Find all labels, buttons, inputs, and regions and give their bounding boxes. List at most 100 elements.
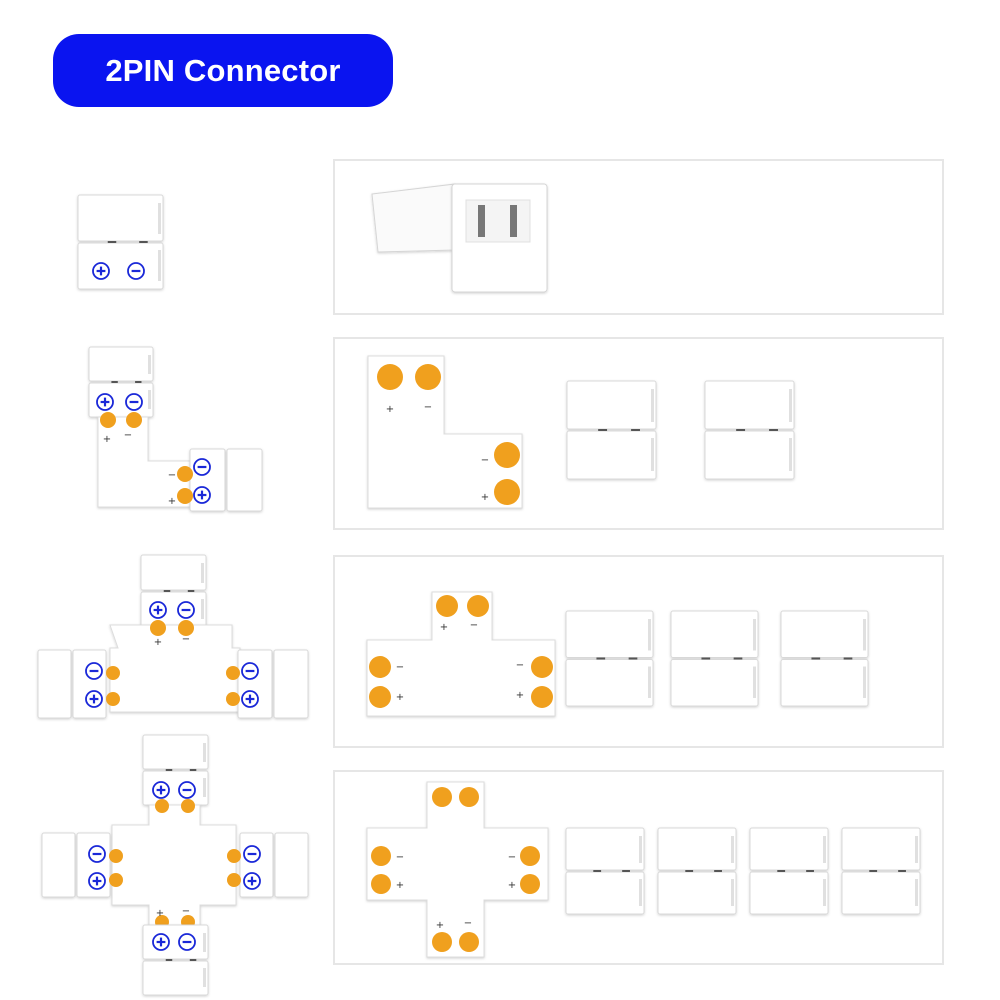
clip-bottom-half [749, 871, 829, 915]
plus-mark: + [103, 434, 111, 445]
x-top-clip [142, 734, 209, 806]
spare-clip [657, 827, 737, 915]
symbol-ring [92, 262, 110, 280]
symbol-ring [152, 781, 170, 799]
symbol-ring [241, 690, 259, 708]
solder-pad [415, 364, 441, 390]
solder-pad [467, 595, 489, 617]
clip-latch [148, 390, 151, 409]
solder-pad [494, 479, 520, 505]
clip-right-half [226, 448, 263, 512]
minus-mark: − [464, 918, 472, 929]
t-right-clip [237, 649, 309, 719]
solder-pad [531, 686, 553, 708]
minus-mark: − [481, 455, 489, 466]
clip-latch [789, 389, 792, 422]
clip-bottom-half [566, 430, 657, 480]
minus-mark: − [470, 620, 478, 631]
clip-bottom-half [704, 430, 795, 480]
clip-latch [203, 933, 206, 952]
straight-connector [77, 194, 164, 290]
solder-pad [227, 849, 241, 863]
clip-bottom-half [565, 659, 654, 707]
clip-lid [371, 183, 456, 253]
clip-latch [753, 619, 756, 651]
clip-top-half [657, 827, 737, 871]
clip-latch [789, 438, 792, 471]
symbol-ring [152, 933, 170, 951]
spare-clip [565, 827, 645, 915]
clip-latch [203, 968, 206, 987]
t-left-clip [37, 649, 107, 719]
clip-latch [639, 836, 642, 863]
clip-right-half [72, 649, 107, 719]
solder-pad [109, 849, 123, 863]
metal-pin [510, 205, 517, 237]
plus-mark: + [508, 880, 516, 891]
t-top-clip [140, 554, 207, 628]
minus-icon [178, 781, 196, 799]
clip-latch [915, 879, 918, 906]
clip-bottom-half [841, 871, 921, 915]
solder-pad [371, 846, 391, 866]
metal-pin [478, 205, 485, 237]
spare-clip [670, 610, 759, 707]
x-right-clip [239, 832, 309, 898]
minus-icon [243, 845, 261, 863]
x-bare-board [366, 781, 549, 958]
clip-latch [201, 563, 204, 583]
solder-pad [369, 656, 391, 678]
plus-icon [243, 872, 261, 890]
symbol-ring [177, 601, 195, 619]
clip-latch [648, 666, 651, 698]
plus-icon [92, 262, 110, 280]
solder-pad [227, 873, 241, 887]
clip-latch [915, 836, 918, 863]
solder-pad [109, 873, 123, 887]
clip-left-half [237, 649, 273, 719]
plus-icon [149, 601, 167, 619]
clip-top-half [142, 734, 209, 770]
solder-pad [531, 656, 553, 678]
clip-right-half [274, 832, 309, 898]
symbol-ring [127, 262, 145, 280]
solder-pad [226, 692, 240, 706]
minus-icon [241, 662, 259, 680]
clip-bottom-half [88, 382, 154, 418]
clip-left-half [37, 649, 72, 719]
spare-clip [841, 827, 921, 915]
t-bare-board [366, 591, 556, 717]
solder-pad [100, 412, 116, 428]
clip-top-half [565, 610, 654, 658]
x-left-clip [41, 832, 111, 898]
solder-pad [432, 787, 452, 807]
solder-pad [377, 364, 403, 390]
l-bare-board [367, 355, 523, 509]
clip-bottom-half [670, 659, 759, 707]
plus-mark: + [396, 692, 404, 703]
open-clip [371, 183, 548, 293]
symbol-ring [96, 393, 114, 411]
plus-mark: + [440, 622, 448, 633]
clip-latch [201, 599, 204, 619]
plus-icon [85, 690, 103, 708]
solder-pad [459, 787, 479, 807]
clip-latch [863, 619, 866, 651]
clip-bottom-half [565, 871, 645, 915]
clip-latch [203, 778, 206, 797]
plus-mark: + [154, 637, 162, 648]
l-board [97, 416, 191, 508]
solder-pad [369, 686, 391, 708]
minus-icon [177, 601, 195, 619]
minus-mark: − [396, 852, 404, 863]
clip-right-half [273, 649, 309, 719]
solder-pad [520, 846, 540, 866]
clip-latch [639, 879, 642, 906]
symbol-ring [178, 933, 196, 951]
plus-mark: + [516, 690, 524, 701]
solder-pad [432, 932, 452, 952]
symbol-ring [88, 872, 106, 890]
minus-mark: − [396, 662, 404, 673]
clip-top-half [670, 610, 759, 658]
